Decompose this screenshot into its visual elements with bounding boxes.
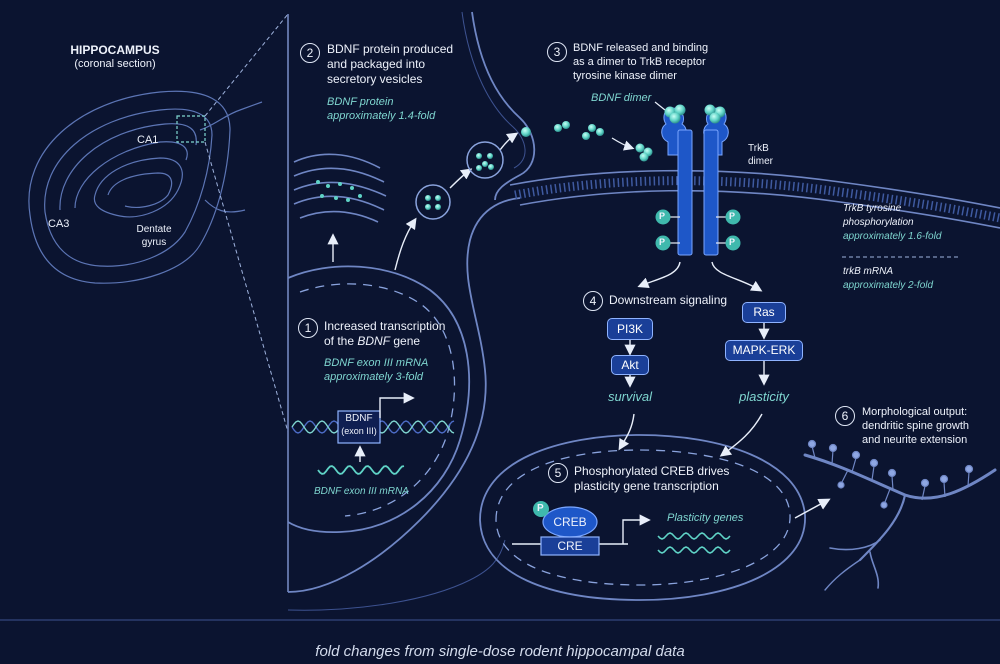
phospho-label-2: P [659, 237, 666, 247]
trkb-phos-line-1: TrkB tyrosine [843, 203, 902, 214]
phospho-label-3: P [729, 211, 736, 221]
step-2-line-1: BDNF protein produced [327, 42, 454, 56]
creb-phospho-label: P [537, 503, 544, 514]
phospho-label-4: P [729, 237, 736, 247]
step-2-cyan-2: approximately 1.4-fold [327, 110, 436, 122]
arrow-receptor-to-pi3k [637, 261, 681, 289]
arrow-survival-to-creb [618, 413, 635, 451]
phospho-circles [655, 209, 741, 251]
step-1-line-1: Increased transcription [324, 319, 446, 333]
pi3k-box: PI3K [607, 318, 653, 340]
arrow-nucleus-to-vesicle [394, 217, 417, 271]
bdnf-dimer-pointer [654, 101, 666, 111]
dendrite-with-spines [803, 453, 997, 591]
trkb-receptor-right [703, 107, 729, 256]
golgi-apparatus [293, 153, 387, 223]
transcription-start-arrow [379, 392, 415, 418]
nucleus-1 [287, 265, 470, 534]
arrow-vesicle-to-vesicle [449, 168, 473, 189]
step-3-line-3: tyrosine kinase dimer [573, 70, 677, 82]
step-6-line-3: and neurite extension [862, 434, 968, 446]
ca3-label: CA3 [48, 218, 70, 230]
step-6-line-1: Morphological output: [862, 406, 968, 418]
arrow-release-to-receptor [611, 137, 635, 151]
presynaptic-membrane [471, 11, 536, 201]
step-1-line-2: of the BDNF gene [324, 334, 421, 348]
gene-box-line-1: BDNF [345, 413, 373, 424]
phospho-tyrosine-sites [668, 216, 728, 244]
akt-box: Akt [611, 355, 649, 375]
cre-box [540, 536, 600, 556]
dendritic-spines [807, 439, 974, 509]
step-3-number: 3 [547, 42, 567, 62]
bdnf-gene-box [337, 410, 381, 444]
dentate-label-2: gyrus [141, 237, 167, 248]
hippocampus-title: HIPPOCAMPUS [70, 43, 160, 57]
trkb-phos-fold: approximately 1.6-fold [843, 231, 942, 242]
postsynaptic-membrane [509, 169, 1000, 229]
step-4-number: 4 [583, 291, 603, 311]
footer-caption: fold changes from single-dose rodent hip… [315, 643, 685, 660]
trkb-label-2: dimer [748, 156, 774, 167]
trkb-mrna-line-1: trkB mRNA [843, 266, 893, 277]
step-3-line-1: BDNF released and binding [573, 42, 709, 54]
gene-box-line-2: (exon III) [341, 426, 377, 436]
zoom-line-bottom [204, 141, 289, 433]
hippocampus-section [28, 90, 263, 284]
step-5-line-1: Phosphorylated CREB drives [574, 464, 730, 478]
step-1-number: 1 [298, 318, 318, 338]
nucleus-2 [479, 434, 806, 601]
trkb-mrna-fold: approximately 2-fold [843, 280, 934, 291]
ras-box: Ras [742, 302, 786, 323]
step-3-line-2: as a dimer to TrkB receptor [573, 56, 706, 68]
nucleus-1-inner [299, 283, 456, 517]
arrow-receptor-to-ras [711, 261, 763, 292]
step-5-line-2: plasticity gene transcription [574, 479, 719, 493]
arrow-vesicle-to-release [499, 132, 519, 151]
plasticity-label: plasticity [739, 389, 789, 404]
plasticity-genes-label: Plasticity genes [667, 512, 744, 524]
mrna-wave-1 [317, 465, 405, 475]
trkb-label-1: TrkB [748, 143, 769, 154]
phospho-label-1: P [659, 211, 666, 221]
step-2-line-3: secretory vesicles [327, 72, 423, 86]
nucleus-2-inner [495, 449, 791, 586]
plasticity-mrna-wave-1 [657, 532, 731, 540]
bdnf-dimer-bound [664, 104, 726, 124]
step-1-cyan-1: BDNF exon III mRNA [324, 357, 429, 369]
dentate-label-1: Dentate [136, 224, 172, 235]
zoom-line-top [204, 13, 289, 117]
transcription-start-arrow-2 [622, 514, 651, 544]
step-2-line-2: and packaged into [327, 57, 426, 71]
plasticity-mrna-wave-2 [657, 546, 731, 554]
presynaptic-membrane-inner [461, 11, 526, 169]
trkb-phos-line-2: phosphorylation [843, 217, 914, 228]
bdnf-dimer-label: BDNF dimer [591, 92, 652, 104]
vesicle-2 [466, 141, 504, 179]
cre-label: CRE [557, 539, 583, 553]
arrow-nucleus-to-neuron [794, 498, 831, 519]
vesicle-1 [415, 184, 451, 220]
ca1-highlight-box [176, 115, 206, 143]
mrna-label: BDNF exon III mRNA [314, 486, 409, 497]
step-6-line-2: dendritic spine growth [862, 420, 970, 432]
step-5-number: 5 [548, 463, 568, 483]
hippocampus-subtitle: (coronal section) [74, 58, 156, 70]
arrow-plasticity-to-creb [719, 413, 763, 457]
mapk-erk-box: MAPK-ERK [725, 340, 803, 361]
cell-body-outline [287, 197, 521, 593]
survival-label: survival [607, 389, 653, 404]
step-1-cyan-2: approximately 3-fold [324, 371, 424, 383]
golgi-cargo [316, 180, 362, 202]
step-2-number: 2 [300, 43, 320, 63]
creb-label: CREB [553, 515, 587, 529]
released-bdnf [521, 121, 653, 162]
lower-cell-outline [287, 539, 506, 611]
step-4-title: Downstream signaling [609, 293, 728, 307]
ca1-label: CA1 [137, 134, 159, 146]
creb-phospho [533, 501, 549, 517]
step-6-number: 6 [835, 406, 855, 426]
step-2-cyan-1: BDNF protein [327, 96, 394, 108]
